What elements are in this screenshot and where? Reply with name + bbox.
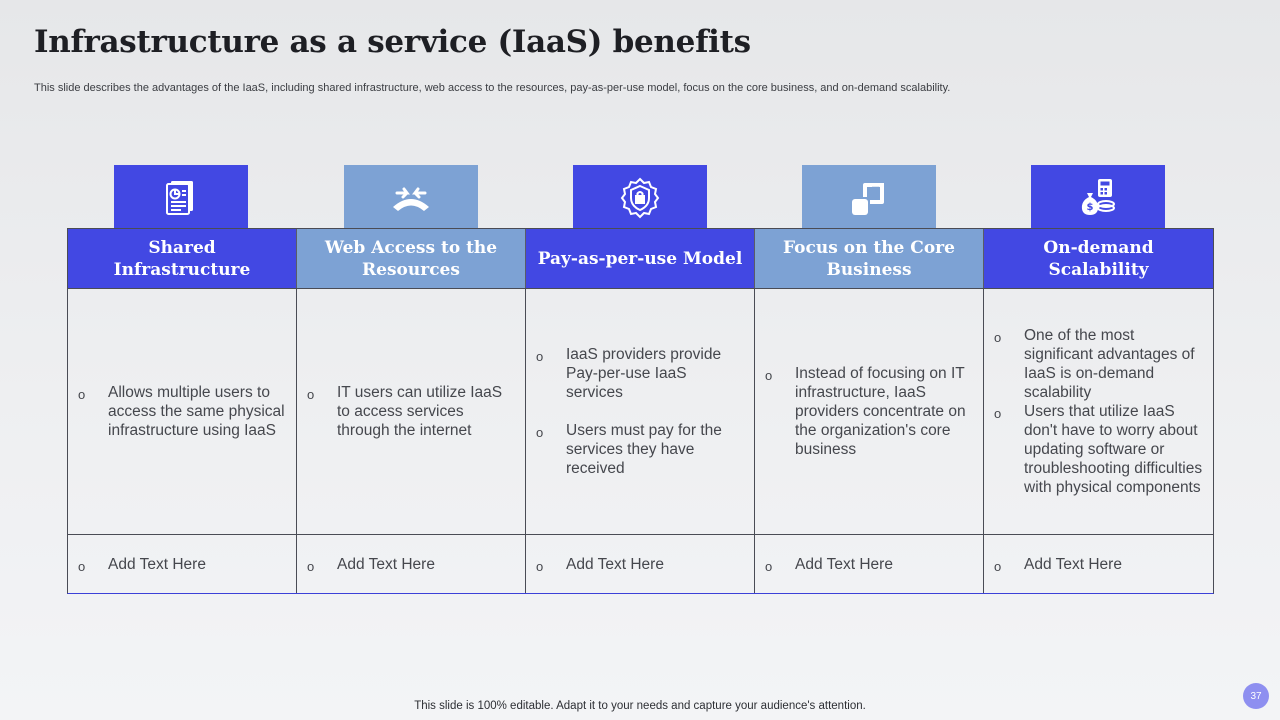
document-report-icon [166,180,193,215]
bullet-list: Add Text Here [765,555,973,576]
web-access-arrows-icon [393,187,429,211]
add-text-placeholder: Add Text Here [78,555,286,576]
add-text-cell: Add Text Here [755,534,984,593]
benefit-description-cell: Instead of focusing on IT infrastructure… [755,288,984,534]
icon-tile-scalability: $ [1031,165,1165,228]
column-header: Pay-as-per-use Model [526,229,755,288]
expand-focus-icon [852,182,884,215]
shield-gear-lock-icon [620,177,660,218]
benefit-description-cell: IaaS providers provide Pay-per-use IaaS … [526,288,755,534]
icon-tile-pay-per-use [573,165,707,228]
svg-text:$: $ [1087,202,1094,213]
bullet-list: Add Text Here [78,555,286,576]
bullet-item: Users that utilize IaaS don't have to wo… [994,402,1203,497]
bullet-item: One of the most significant advantages o… [994,326,1203,402]
benefit-description-cell: Allows multiple users to access the same… [68,288,297,534]
add-text-placeholder: Add Text Here [765,555,973,576]
bullet-item: Users must pay for the services they hav… [536,421,744,478]
bullet-list: Add Text Here [307,555,515,576]
bullet-item: IT users can utilize IaaS to access serv… [307,383,515,440]
benefits-table: Shared Infrastructure Web Access to the … [67,228,1214,594]
add-text-placeholder: Add Text Here [536,555,744,576]
icon-tile-web-access [344,165,478,228]
bullet-list: IT users can utilize IaaS to access serv… [307,383,515,440]
icon-tile-shared-infrastructure [114,165,248,228]
bullet-item: Instead of focusing on IT infrastructure… [765,364,973,459]
column-header: Focus on the Core Business [755,229,984,288]
add-text-cell: Add Text Here [68,534,297,593]
add-text-placeholder: Add Text Here [307,555,515,576]
bullet-list: Add Text Here [994,555,1203,576]
icon-tile-core-business [802,165,936,228]
bullet-list: Instead of focusing on IT infrastructure… [765,364,973,459]
bullet-item: Allows multiple users to access the same… [78,383,286,440]
bullet-list: One of the most significant advantages o… [994,326,1203,497]
add-text-cell: Add Text Here [984,534,1213,593]
benefit-description-cell: One of the most significant advantages o… [984,288,1213,534]
slide-footer-note: This slide is 100% editable. Adapt it to… [414,700,866,712]
column-header: Shared Infrastructure [68,229,297,288]
bullet-list: Add Text Here [536,555,744,576]
slide-subtitle: This slide describes the advantages of t… [34,82,951,94]
page-number-badge: 37 [1243,683,1269,709]
bullet-list: Allows multiple users to access the same… [78,383,286,440]
bullet-item: IaaS providers provide Pay-per-use IaaS … [536,345,744,402]
benefit-description-cell: IT users can utilize IaaS to access serv… [297,288,526,534]
calculator-money-bag-icon: $ [1081,178,1115,215]
column-header: Web Access to the Resources [297,229,526,288]
add-text-placeholder: Add Text Here [994,555,1203,576]
bullet-list: IaaS providers provide Pay-per-use IaaS … [536,345,744,478]
slide-title: Infrastructure as a service (IaaS) benef… [34,24,751,60]
column-header: On-demand Scalability [984,229,1213,288]
add-text-cell: Add Text Here [297,534,526,593]
add-text-cell: Add Text Here [526,534,755,593]
